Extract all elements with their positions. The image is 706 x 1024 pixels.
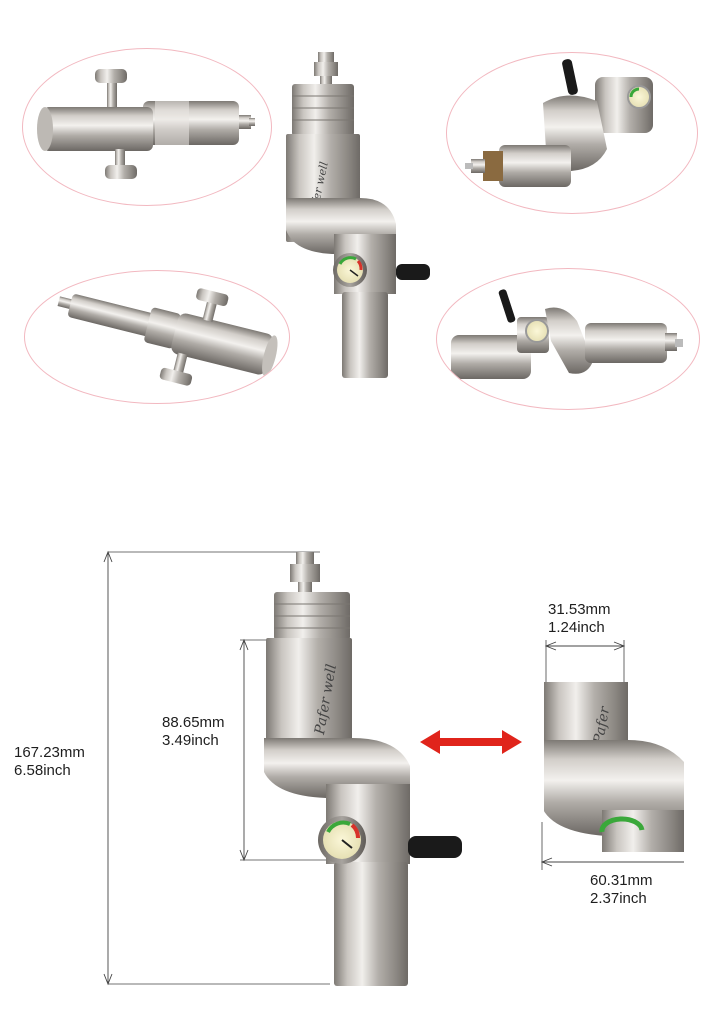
overall-height-mm: 167.23mm	[14, 744, 85, 761]
width-label: 60.31mm 2.37inch	[590, 872, 653, 908]
detail-view-oval-3	[24, 270, 290, 404]
regulator-horizontal-photo	[37, 69, 255, 179]
body-height-inch: 3.49inch	[162, 732, 219, 749]
svg-text:Pafer: Pafer	[591, 704, 614, 746]
dimension-drawing-front: Pafer well Pafer	[103, 550, 684, 986]
regulator-angled-photo	[465, 59, 653, 187]
regulator-front-photo: Pafer well	[286, 52, 430, 378]
detail-view-oval-2	[446, 52, 698, 214]
width-mm: 60.31mm	[590, 872, 653, 889]
detail-view-oval-4	[436, 268, 700, 410]
overall-height-label: 167.23mm 6.58inch	[14, 744, 85, 780]
top-diameter-inch: 1.24inch	[548, 619, 605, 636]
dimension-drawing-side-crop: Pafer	[540, 682, 684, 862]
top-diameter-label: 31.53mm 1.24inch	[548, 601, 611, 637]
overall-height-inch: 6.58inch	[14, 762, 71, 779]
top-diameter-mm: 31.53mm	[548, 601, 611, 618]
detail-view-oval-1	[22, 48, 272, 206]
comparison-arrow-icon	[420, 730, 522, 754]
body-height-label: 88.65mm 3.49inch	[162, 714, 225, 750]
width-inch: 2.37inch	[590, 890, 647, 907]
regulator-diagonal-photo	[57, 288, 278, 386]
body-height-mm: 88.65mm	[162, 714, 225, 731]
regulator-side-photo	[451, 289, 683, 379]
